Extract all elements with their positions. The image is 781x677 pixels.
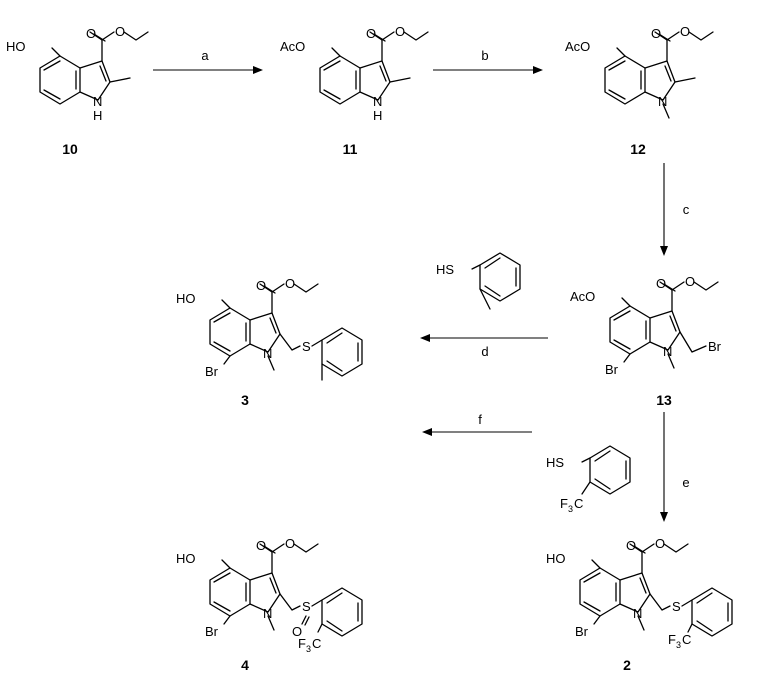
thiol-label: HS — [546, 455, 564, 470]
hydroxy-label: HO — [176, 291, 196, 306]
compound-label-11: 11 — [343, 141, 358, 157]
reagent-methylbenzenethiol: HS — [436, 252, 521, 310]
step-label-e: e — [682, 475, 689, 490]
compound-label-3: 3 — [241, 392, 249, 408]
compound-10: O O HO N H — [6, 24, 149, 123]
cf3-subscript: 3 — [568, 504, 573, 514]
nh-hydrogen-label: H — [373, 108, 382, 123]
ester-oxygen-dbl: O — [256, 278, 266, 293]
arrow-step-b: b — [433, 48, 543, 74]
cf3-f: F — [560, 496, 568, 511]
thiol-label: HS — [436, 262, 454, 277]
step-label-d: d — [481, 344, 488, 359]
step-label-b: b — [481, 48, 488, 63]
ester-oxygen: O — [115, 24, 125, 39]
cf3-subscript: 3 — [306, 644, 311, 654]
ester-oxygen-dbl: O — [656, 276, 666, 291]
sulfur-label: S — [302, 599, 311, 614]
ester-oxygen-dbl: O — [366, 26, 376, 41]
bromo-label: Br — [205, 624, 219, 639]
bromo-label: Br — [205, 364, 219, 379]
compound-3: O O HO Br N S — [176, 276, 363, 381]
ester-oxygen: O — [285, 276, 295, 291]
compound-label-2: 2 — [623, 657, 631, 673]
hydroxy-label: HO — [6, 39, 26, 54]
nh-hydrogen-label: H — [93, 108, 102, 123]
cf3-f: F — [298, 636, 306, 651]
arrow-step-e: e — [660, 412, 690, 522]
nitrogen-label: N — [373, 94, 382, 109]
sulfoxide-oxygen: O — [292, 624, 302, 639]
hydroxy-label: HO — [176, 551, 196, 566]
sulfur-label: S — [302, 339, 311, 354]
ester-oxygen-dbl: O — [256, 538, 266, 553]
cf3-c: C — [312, 636, 321, 651]
arrow-step-f: f — [422, 412, 532, 436]
step-label-a: a — [201, 48, 209, 63]
bromomethyl-label: Br — [708, 339, 722, 354]
ester-oxygen: O — [680, 24, 690, 39]
nitrogen-label: N — [93, 94, 102, 109]
reagent-trifluoromethylbenzenethiol: HS F 3 C — [546, 445, 631, 514]
ester-oxygen-dbl: O — [651, 26, 661, 41]
cf3-c: C — [682, 632, 691, 647]
arrow-step-d: d — [420, 334, 548, 359]
bromo-label: Br — [605, 362, 619, 377]
nitrogen-label: N — [663, 344, 672, 359]
compound-13: O O AcO Br N Br — [570, 274, 722, 377]
cf3-f: F — [668, 632, 676, 647]
arrow-step-c: c — [660, 163, 690, 256]
step-label-c: c — [683, 202, 690, 217]
ester-oxygen: O — [395, 24, 405, 39]
compound-label-13: 13 — [656, 392, 672, 408]
cf3-c: C — [574, 496, 583, 511]
ester-oxygen-dbl: O — [626, 538, 636, 553]
ester-oxygen: O — [285, 536, 295, 551]
nitrogen-label: N — [263, 606, 272, 621]
nitrogen-label: N — [633, 606, 642, 621]
arrow-step-a: a — [153, 48, 263, 74]
compound-label-10: 10 — [62, 141, 78, 157]
compound-label-4: 4 — [241, 657, 249, 673]
cf3-subscript: 3 — [676, 640, 681, 650]
compound-11: O O AcO N H — [280, 24, 429, 123]
nitrogen-label: N — [658, 94, 667, 109]
acetoxy-label: AcO — [565, 39, 590, 54]
compound-2: O O HO Br N S F 3 C — [546, 536, 733, 650]
compound-4: O O HO Br N S O F 3 C — [176, 536, 363, 654]
sulfur-label: S — [672, 599, 681, 614]
ester-oxygen: O — [655, 536, 665, 551]
ester-oxygen: O — [685, 274, 695, 289]
acetoxy-label: AcO — [570, 289, 595, 304]
compound-12: O O AcO N — [565, 24, 714, 119]
hydroxy-label: HO — [546, 551, 566, 566]
ester-oxygen-dbl: O — [86, 26, 96, 41]
compound-label-12: 12 — [630, 141, 646, 157]
bromo-label: Br — [575, 624, 589, 639]
acetoxy-label: AcO — [280, 39, 305, 54]
nitrogen-label: N — [263, 346, 272, 361]
step-label-f: f — [478, 412, 482, 427]
